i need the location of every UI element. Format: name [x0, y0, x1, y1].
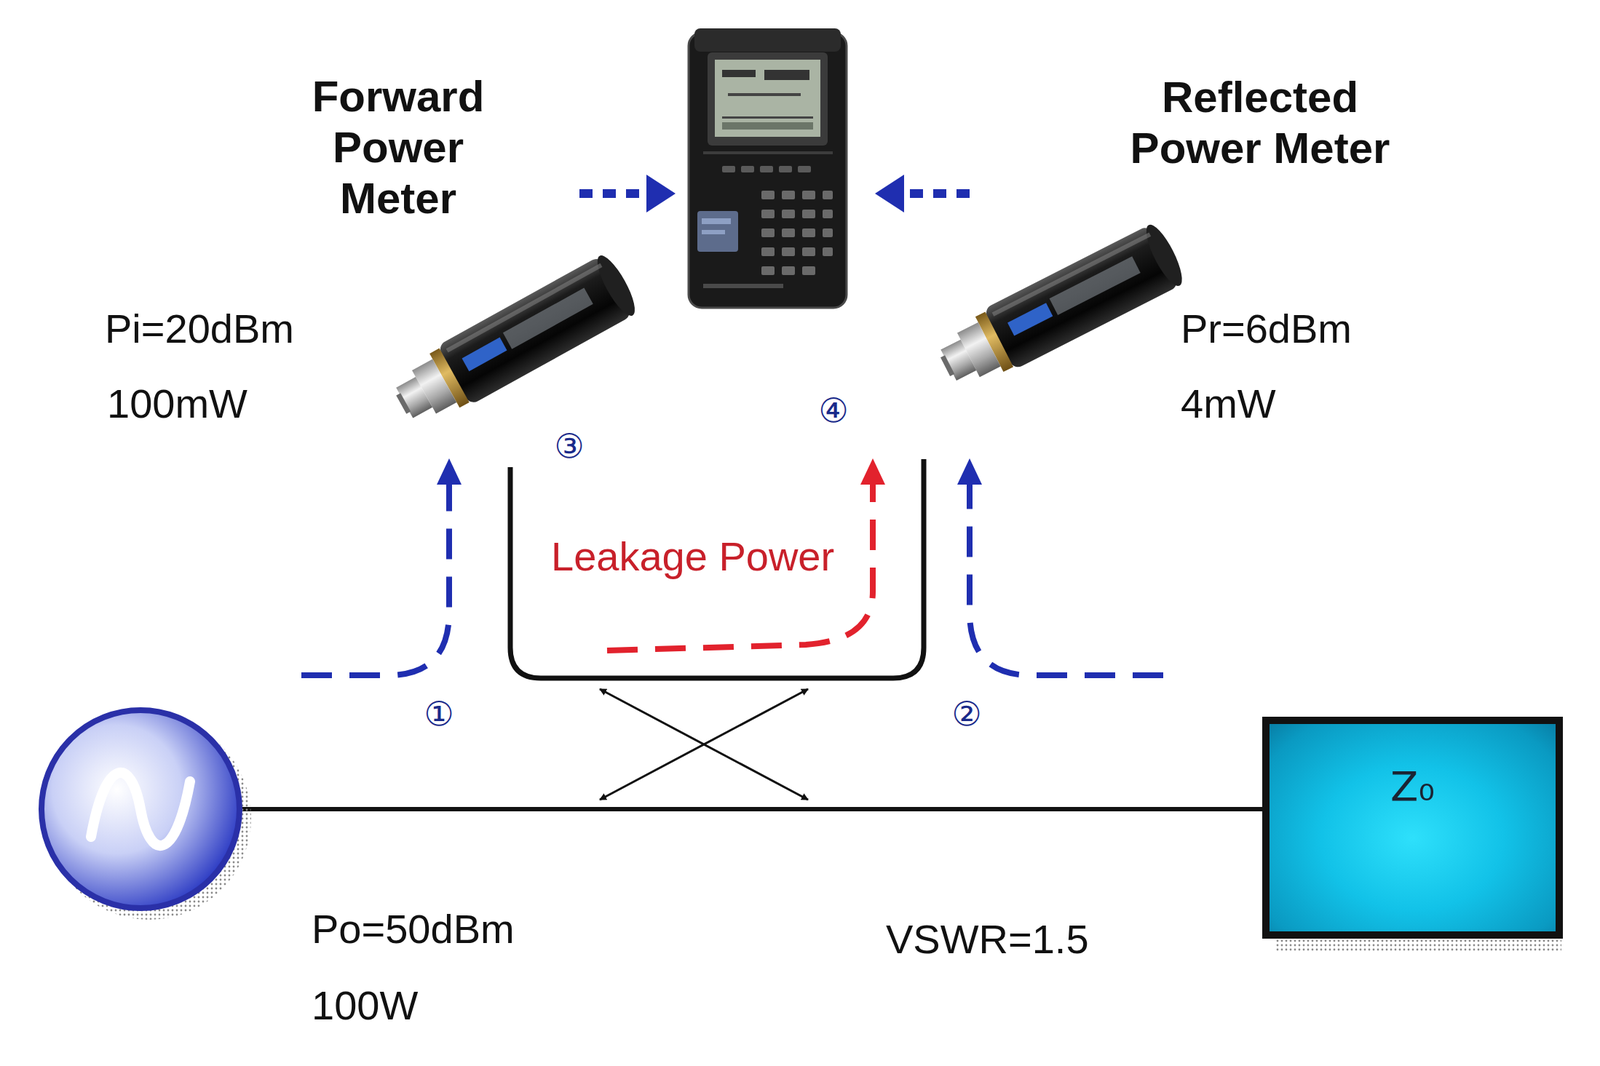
power-sensor [929, 220, 1188, 398]
signal-arrow-part [904, 189, 970, 198]
power-meter-device-part-part [802, 228, 816, 238]
power-meter-device-part-part [802, 247, 816, 257]
signal-arrow-part [874, 174, 905, 213]
power-sensor-part [591, 251, 642, 321]
power-meter-device-part-part [802, 209, 816, 219]
power-meter-device-part [703, 151, 833, 155]
power-sensor-part [446, 263, 603, 354]
power-sensor-part [462, 337, 508, 372]
power-meter-device-part-part [822, 190, 833, 200]
power-meter-device-part [697, 211, 739, 252]
power-meter-device-part [703, 283, 784, 289]
signal-arrow [579, 174, 970, 213]
power-meter-device-part-part [822, 228, 833, 238]
power-meter-device-part [727, 93, 801, 97]
power-value: 100mW [107, 379, 248, 429]
power-value: Po=50dBm [311, 904, 515, 954]
coupled-power-path-part [969, 483, 1164, 676]
directional-coupler-part [599, 689, 809, 800]
power-meter-device-part [761, 190, 833, 276]
power-meter-device-part-part [781, 228, 795, 238]
power-sensor-part [940, 339, 977, 381]
power-meter-device-part-part [761, 247, 775, 257]
power-value: 100W [311, 981, 418, 1031]
power-meter-device-part [722, 116, 814, 119]
power-meter-device-part-part [802, 266, 816, 276]
power-meter-device-part-part [761, 228, 775, 238]
load-label: Z₀ [1269, 762, 1556, 811]
coupled-power-path [301, 458, 1164, 676]
transmission-line [240, 807, 1264, 812]
power-meter-device-part-part [759, 165, 774, 173]
leakage-label: Leakage Power [551, 532, 835, 581]
power-meter-device-part [714, 59, 821, 137]
signal-arrow-part [646, 174, 676, 213]
vswr-value: VSWR=1.5 [885, 915, 1089, 964]
power-sensor-part [1007, 302, 1053, 336]
power-value: 4mW [1180, 379, 1277, 429]
power-meter-device-part-part [761, 209, 775, 219]
power-meter-device-part [722, 165, 811, 173]
coupled-power-path-part [957, 458, 982, 485]
power-value: Pi=20dBm [104, 304, 295, 354]
power-sensor-part [1049, 256, 1141, 316]
signal-source-part [90, 773, 190, 846]
power-sensor [385, 251, 642, 435]
port-number: ④ [818, 390, 849, 431]
power-meter-device-part [694, 28, 841, 52]
power-meter-device-part-part [797, 165, 811, 173]
power-sensor-part [395, 377, 433, 418]
power-meter-device-part-part [741, 165, 755, 173]
power-meter-device-part-part [822, 209, 833, 219]
power-meter-device-part [722, 122, 814, 130]
signal-source [41, 710, 252, 921]
power-meter-device-part-part [722, 165, 736, 173]
signal-arrow-part [579, 189, 647, 198]
power-sensor-part [395, 393, 411, 415]
power-meter-device-part-part [761, 190, 775, 200]
power-meter-device [688, 28, 847, 308]
port-number: ① [423, 694, 454, 735]
load-box: Z₀ [1262, 717, 1563, 940]
meter-label: Reflected Power Meter [1099, 72, 1421, 174]
power-meter-device-part-part [781, 209, 795, 219]
power-meter-device-part-part [781, 190, 795, 200]
power-sensor-part [503, 288, 594, 350]
power-sensor-part [1139, 220, 1189, 291]
directional-coupler [510, 459, 924, 800]
power-value: Pr=6dBm [1180, 304, 1352, 354]
power-meter-device-part [722, 69, 756, 78]
coupled-power-path-part [301, 483, 450, 676]
port-number: ③ [553, 426, 584, 467]
power-meter-device-part [707, 52, 828, 146]
power-meter-device-part [701, 218, 731, 225]
port-number: ② [951, 694, 982, 735]
power-meter-device-part-part [781, 266, 795, 276]
coupled-power-path-part [436, 458, 462, 485]
power-meter-device-part-part [761, 266, 775, 276]
power-meter-device-part-part [822, 247, 833, 257]
power-sensor-part [940, 355, 955, 377]
power-meter-device-part-part [778, 165, 792, 173]
directional-coupler-part [599, 689, 809, 800]
meter-label: Forward Power Meter [288, 71, 508, 225]
signal-source-part [41, 710, 240, 909]
directional-coupler-part [510, 459, 924, 679]
power-meter-device-part [688, 32, 847, 308]
power-meter-device-part-part [781, 247, 795, 257]
power-sensor-part [992, 232, 1152, 316]
leakage-path-part [860, 458, 886, 485]
power-meter-device-part [764, 69, 810, 81]
power-meter-device-part [701, 230, 726, 235]
power-meter-device-part-part [802, 190, 816, 200]
